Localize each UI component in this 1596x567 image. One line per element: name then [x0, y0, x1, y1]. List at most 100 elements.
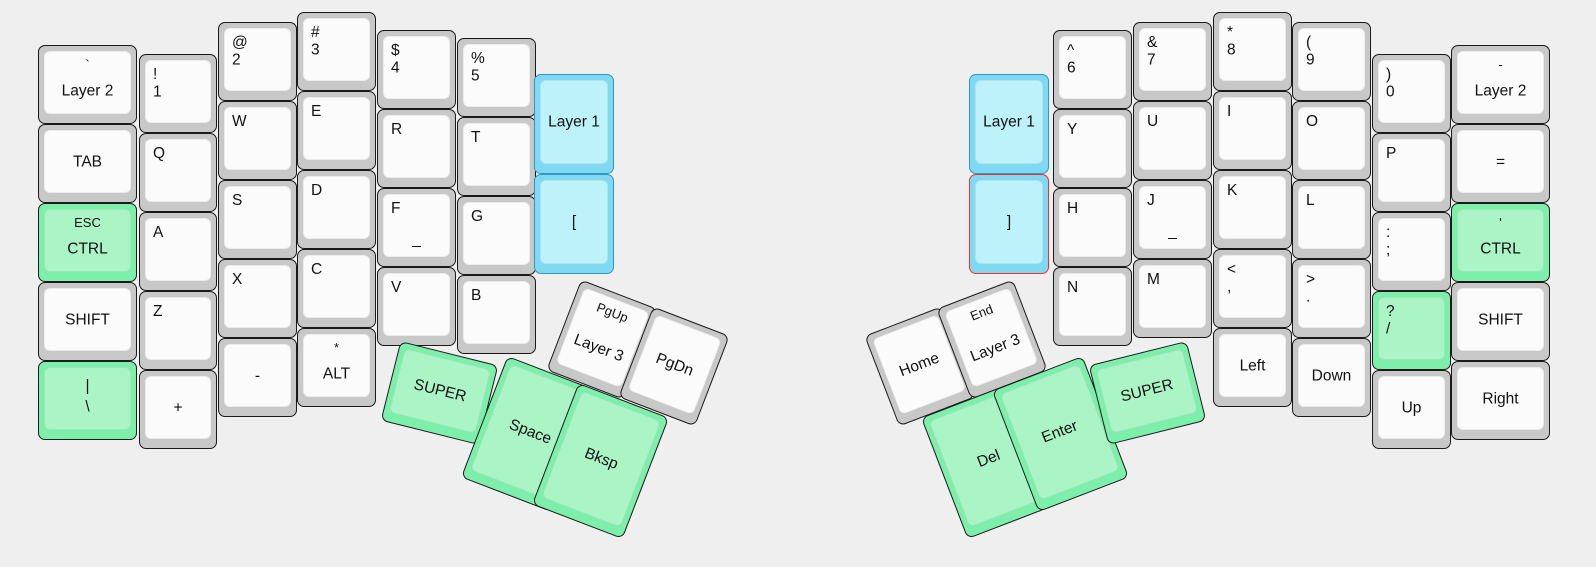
key-l-c3-r4[interactable]: X: [218, 259, 297, 338]
key-r-c3-r4[interactable]: M: [1133, 259, 1212, 338]
key-l-c1-r5[interactable]: |\: [38, 361, 137, 440]
key-l-c4-r1[interactable]: #3: [297, 12, 376, 91]
key-l-c6-r1[interactable]: %5: [457, 38, 536, 117]
key-legend-top: ?: [1386, 303, 1395, 320]
key-r-c4-r1[interactable]: *8: [1213, 12, 1292, 91]
key-cap: ^6: [1059, 36, 1126, 99]
key-l-c5-r2[interactable]: R: [377, 109, 456, 188]
key-l-c5-r4[interactable]: V: [377, 267, 456, 346]
key-legend-main: Right: [1482, 389, 1519, 407]
key-r-c2-r3[interactable]: H: [1053, 188, 1132, 267]
key-r-c3-r3[interactable]: J_: [1133, 180, 1212, 259]
key-cap: &7: [1139, 28, 1206, 91]
key-l-c2-r1[interactable]: !1: [139, 54, 217, 133]
key-legend-main: Enter: [1039, 417, 1081, 447]
key-r-c4-r4[interactable]: <,: [1213, 249, 1292, 328]
key-legend-main: \: [85, 398, 90, 416]
key-legend-main: =: [1495, 152, 1506, 170]
key-cap: B: [463, 281, 530, 344]
key-cap: -: [224, 344, 291, 407]
key-legend-main: P: [1386, 145, 1397, 162]
key-legend-top: End: [968, 301, 996, 324]
key-l-c4-r3[interactable]: D: [297, 170, 376, 249]
key-l-c7-r1[interactable]: Layer 1: [534, 74, 614, 174]
key-l-c3-r1[interactable]: @2: [218, 22, 297, 101]
key-r-c4-r2[interactable]: I: [1213, 91, 1292, 170]
key-legend-main: Z: [153, 303, 163, 320]
key-r-c6-r1[interactable]: )0: [1372, 54, 1451, 133]
key-cap: *8: [1219, 18, 1286, 81]
key-l-c6-r3[interactable]: G: [457, 196, 536, 275]
key-cap: R: [383, 115, 450, 178]
key-l-c6-r4[interactable]: B: [457, 275, 536, 354]
key-r-c4-r5[interactable]: Left: [1213, 328, 1292, 407]
key-r-c5-r4[interactable]: >.: [1292, 259, 1371, 338]
key-legend-main: L: [1306, 192, 1315, 209]
key-l-c3-r3[interactable]: S: [218, 180, 297, 259]
key-l-c2-r5[interactable]: +: [139, 370, 217, 449]
key-legend-main: Layer 3: [571, 330, 627, 365]
key-l-c1-r2[interactable]: TAB: [38, 124, 137, 203]
key-legend-main: 8: [1227, 40, 1236, 58]
key-l-c5-r3[interactable]: F_: [377, 188, 456, 267]
key-l-c3-r2[interactable]: W: [218, 101, 297, 180]
key-l-c1-r1[interactable]: `Layer 2: [38, 45, 137, 124]
key-r-c7-r2[interactable]: =: [1451, 124, 1550, 203]
key-legend-main: 7: [1147, 50, 1156, 68]
key-cap: `Layer 2: [44, 51, 131, 114]
key-l-c2-r3[interactable]: A: [139, 212, 217, 291]
key-legend-main: 2: [232, 50, 241, 68]
key-cap: N: [1059, 273, 1126, 336]
key-cap: Layer 1: [540, 80, 608, 164]
key-r-c2-r2[interactable]: Y: [1053, 109, 1132, 188]
key-l-c4-r4[interactable]: C: [297, 249, 376, 328]
key-l-c4-r5[interactable]: *ALT: [297, 328, 376, 407]
key-cap: G: [463, 202, 530, 265]
key-legend-main: B: [471, 287, 482, 304]
key-r-c6-r2[interactable]: P: [1372, 133, 1451, 212]
key-r-c6-r4[interactable]: ?/: [1372, 291, 1451, 370]
key-r-c7-r4[interactable]: SHIFT: [1451, 282, 1550, 361]
key-l-c3-r5[interactable]: -: [218, 338, 297, 417]
key-cap: C: [303, 255, 370, 318]
key-l-c7-r2[interactable]: [: [534, 174, 614, 274]
key-r-c1-r2[interactable]: ]: [969, 174, 1049, 274]
key-r-c7-r5[interactable]: Right: [1451, 361, 1550, 440]
key-r-c5-r2[interactable]: O: [1292, 101, 1371, 180]
key-legend-main: CTRL: [67, 240, 108, 258]
key-legend-top: &: [1147, 34, 1158, 51]
key-r-c5-r3[interactable]: L: [1292, 180, 1371, 259]
key-legend-bottom: _: [412, 230, 421, 248]
key-legend-top: ^: [1067, 42, 1075, 59]
key-legend-bottom: _: [1168, 222, 1177, 240]
key-r-c3-r1[interactable]: &7: [1133, 22, 1212, 101]
key-l-c2-r2[interactable]: Q: [139, 133, 217, 212]
key-r-c3-r2[interactable]: U: [1133, 101, 1212, 180]
key-r-c1-r1[interactable]: Layer 1: [969, 74, 1049, 174]
key-r-c2-r1[interactable]: ^6: [1053, 30, 1132, 109]
key-cap: X: [224, 265, 291, 328]
key-l-c5-r1[interactable]: $4: [377, 30, 456, 109]
key-r-c5-r1[interactable]: (9: [1292, 22, 1371, 101]
key-cap: (9: [1298, 28, 1365, 91]
key-cap: Q: [145, 139, 211, 202]
key-legend-main: V: [391, 279, 402, 296]
key-cap: SUPER: [388, 348, 492, 434]
key-r-c2-r4[interactable]: N: [1053, 267, 1132, 346]
key-r-c7-r3[interactable]: 'CTRL: [1451, 203, 1550, 282]
key-r-th-super[interactable]: SUPER: [1088, 341, 1207, 445]
key-r-c6-r5[interactable]: Up: [1372, 370, 1451, 449]
key-r-c4-r3[interactable]: K: [1213, 170, 1292, 249]
key-legend-main: 9: [1306, 50, 1315, 68]
key-legend-top: <: [1227, 261, 1237, 278]
key-legend-main: ;: [1386, 240, 1391, 258]
key-r-c6-r3[interactable]: :;: [1372, 212, 1451, 291]
key-legend-main: PgDn: [653, 349, 696, 380]
key-r-c5-r5[interactable]: Down: [1292, 338, 1371, 417]
key-l-c2-r4[interactable]: Z: [139, 291, 217, 370]
key-l-c6-r2[interactable]: T: [457, 117, 536, 196]
key-r-c7-r1[interactable]: -Layer 2: [1451, 45, 1550, 124]
key-l-c1-r4[interactable]: SHIFT: [38, 282, 137, 361]
key-l-c4-r2[interactable]: E: [297, 91, 376, 170]
